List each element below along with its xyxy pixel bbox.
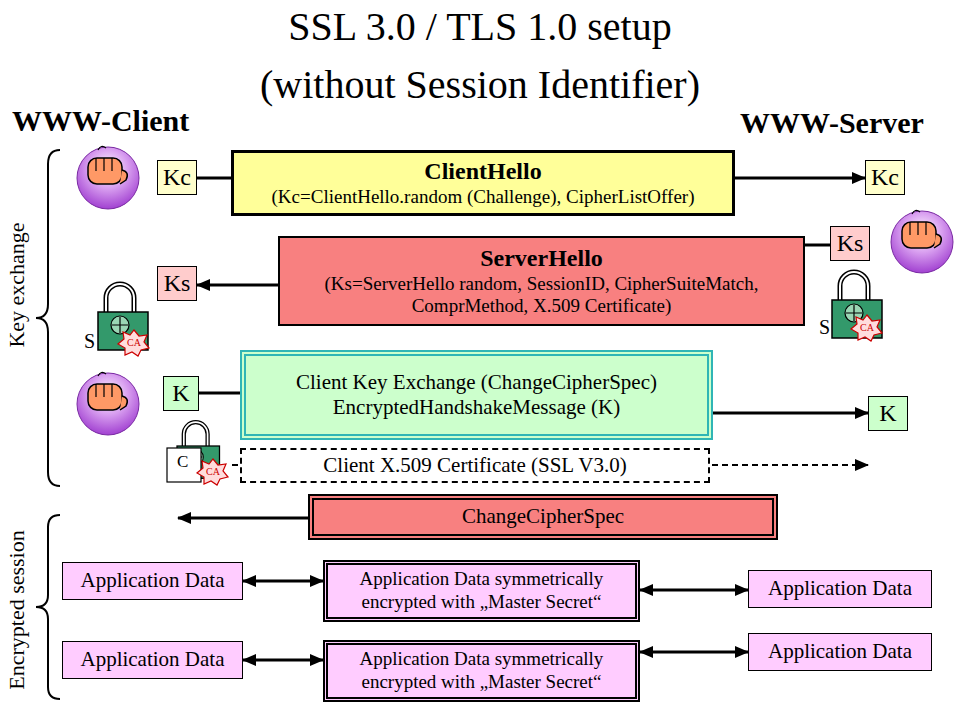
box-text: Kc bbox=[869, 163, 901, 192]
key-box: K bbox=[163, 376, 199, 411]
ca-mark: CA bbox=[127, 338, 141, 348]
message-box: Client Key Exchange (ChangeCipherSpec) E… bbox=[240, 350, 713, 440]
key-box: Kc bbox=[865, 160, 905, 195]
message-arrow bbox=[199, 392, 240, 395]
box-text: Application Data bbox=[757, 576, 923, 601]
key-box: Ks bbox=[157, 266, 197, 301]
box-text: Application Data bbox=[71, 647, 234, 672]
message-arrow bbox=[243, 580, 323, 583]
message-arrow bbox=[713, 412, 868, 415]
phase-label: Encrypted session bbox=[6, 530, 28, 689]
box-text: (Kc=ClientHello.random (Challenge), Ciph… bbox=[242, 186, 724, 209]
box-text: Client Key Exchange (ChangeCipherSpec) E… bbox=[254, 370, 699, 420]
message-arrow bbox=[640, 651, 748, 654]
message-box: ServerHello(Ks=ServerHello random, Sessi… bbox=[278, 236, 805, 326]
message-box: ChangeCipherSpec bbox=[308, 494, 778, 540]
party-heading: WWW-Server bbox=[740, 106, 924, 140]
box-text: K bbox=[167, 379, 195, 408]
ca-mark: CA bbox=[206, 467, 220, 477]
message-arrow bbox=[243, 659, 323, 662]
message-arrow bbox=[805, 244, 830, 247]
message-box: ClientHello(Kc=ClientHello.random (Chall… bbox=[231, 150, 735, 216]
diagram-title: SSL 3.0 / TLS 1.0 setup (without Session… bbox=[225, 0, 735, 114]
data-box: Application Data bbox=[748, 633, 932, 671]
data-box: Application Data bbox=[62, 562, 243, 600]
key-box: Kc bbox=[157, 160, 197, 195]
data-box: Application Data bbox=[62, 641, 243, 679]
box-text: Application Data symmetrically encrypted… bbox=[336, 568, 627, 614]
box-text: Ks bbox=[161, 269, 193, 298]
ca-mark: CA bbox=[860, 323, 874, 333]
key-letter: S bbox=[819, 316, 830, 339]
message-arrow bbox=[197, 177, 231, 180]
box-heading: ClientHello bbox=[242, 157, 724, 186]
key-box: Ks bbox=[830, 226, 870, 261]
box-text: Ks bbox=[834, 229, 866, 258]
message-box: Client X.509 Certificate (SSL V3.0) bbox=[240, 448, 710, 483]
message-arrow bbox=[735, 177, 865, 180]
box-heading: ServerHello bbox=[288, 244, 795, 273]
key-letter: S bbox=[84, 330, 95, 353]
key-letter: C bbox=[177, 452, 188, 472]
box-text: (Ks=ServerHello random, SessionID, Ciphe… bbox=[288, 273, 795, 319]
box-text: Client X.509 Certificate (SSL V3.0) bbox=[250, 453, 700, 478]
message-arrow bbox=[197, 284, 278, 287]
data-box: Application Data bbox=[748, 570, 932, 608]
message-arrow bbox=[640, 589, 748, 592]
box-text: Application Data symmetrically encrypted… bbox=[336, 648, 627, 694]
box-text: Application Data bbox=[71, 568, 234, 593]
party-heading: WWW-Client bbox=[12, 104, 189, 138]
encrypted-box: Application Data symmetrically encrypted… bbox=[323, 560, 640, 622]
box-text: Application Data bbox=[757, 639, 923, 664]
box-text: Kc bbox=[161, 163, 193, 192]
box-text: ChangeCipherSpec bbox=[322, 504, 764, 529]
phase-label: Key exchange bbox=[6, 222, 28, 347]
encrypted-box: Application Data symmetrically encrypted… bbox=[323, 640, 640, 702]
key-box: K bbox=[868, 396, 908, 431]
box-text: K bbox=[872, 399, 904, 428]
